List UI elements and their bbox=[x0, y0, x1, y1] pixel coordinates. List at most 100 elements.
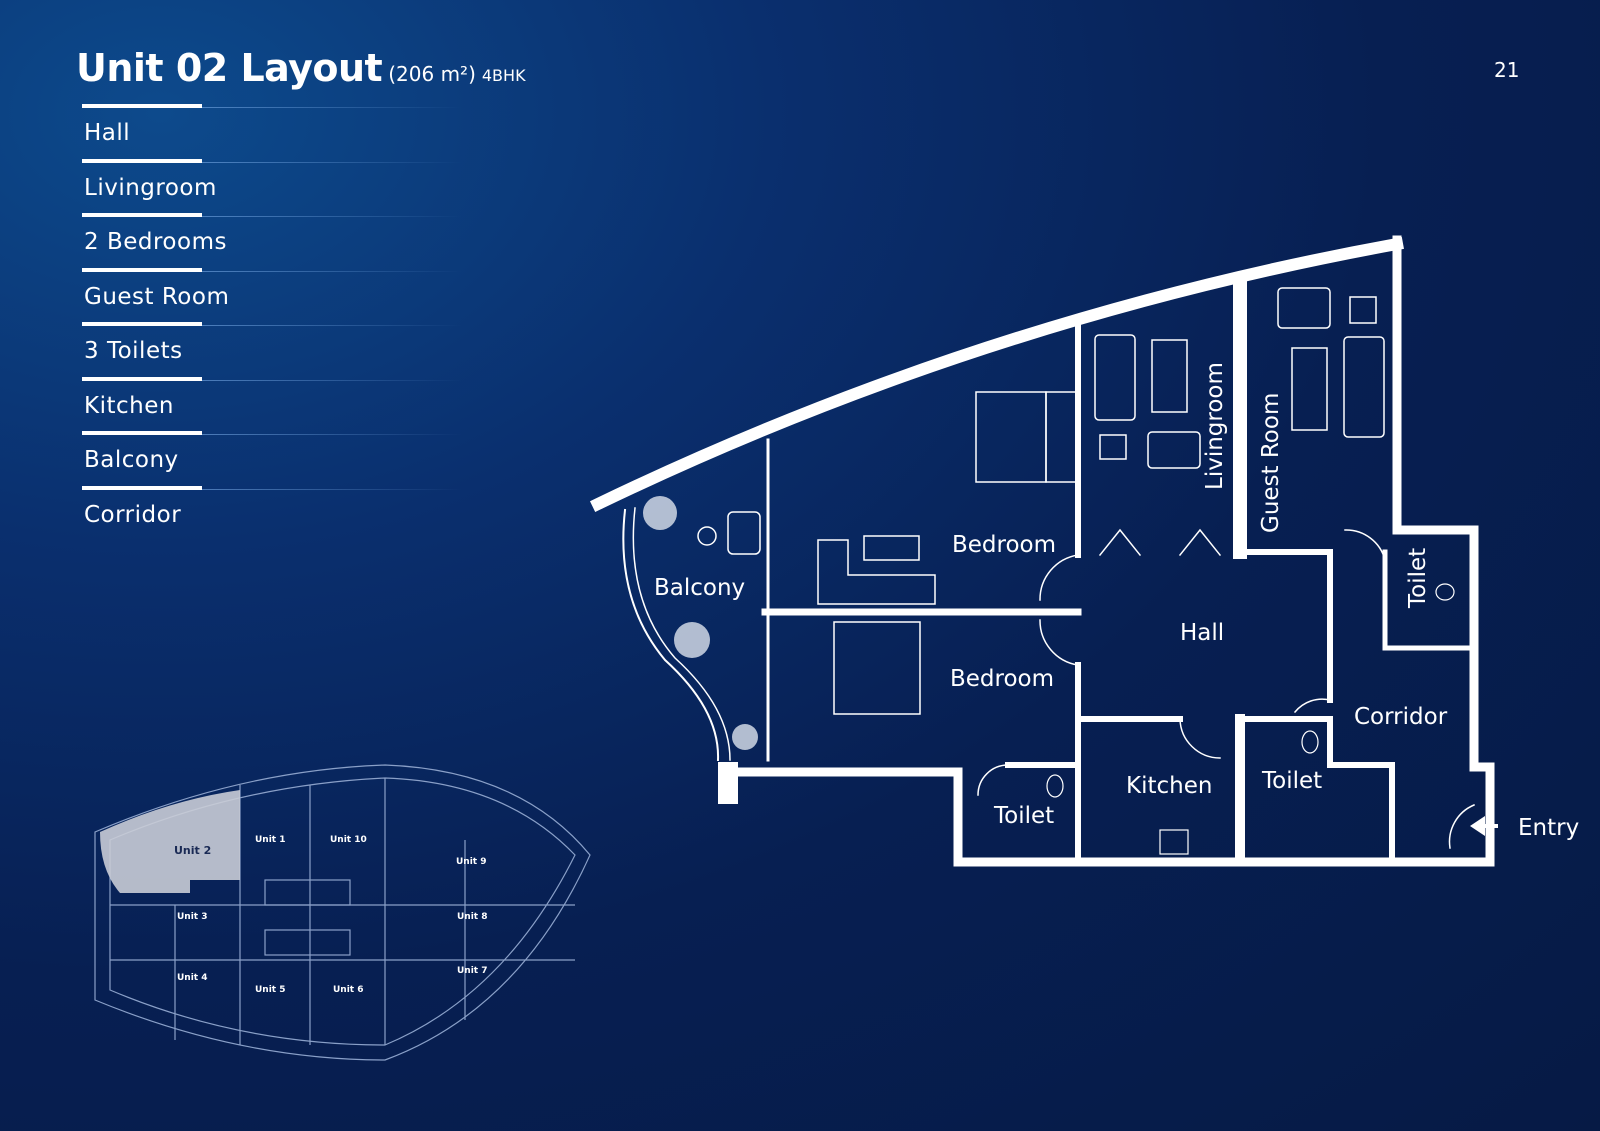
room-label-toilet: Toilet bbox=[993, 803, 1054, 829]
coffee-table bbox=[1151, 339, 1188, 413]
balcony-edge bbox=[622, 508, 720, 762]
exterior-wall bbox=[953, 235, 1495, 867]
door-swing bbox=[1039, 554, 1079, 601]
page-title: Unit 02 Layout bbox=[76, 46, 383, 90]
feature-divider bbox=[82, 213, 202, 217]
feature-label: 2 Bedrooms bbox=[84, 229, 227, 255]
entry-arrow-icon bbox=[1470, 816, 1498, 836]
feature-divider bbox=[82, 485, 202, 490]
feature-label: Corridor bbox=[84, 501, 182, 528]
balcony-edge-inner bbox=[632, 507, 731, 761]
feature-item: Hall bbox=[82, 104, 462, 159]
stove bbox=[1159, 829, 1189, 855]
unit-label: Unit 10 bbox=[330, 835, 367, 845]
room-label-toilet: Toilet bbox=[1405, 548, 1431, 609]
feature-item: Guest Room bbox=[82, 267, 462, 323]
unit-label: Unit 8 bbox=[457, 912, 488, 922]
unit-label-highlighted: Unit 2 bbox=[174, 844, 211, 857]
feature-item: Kitchen bbox=[82, 376, 462, 432]
features-list: Hall Livingroom 2 Bedrooms Guest Room 3 … bbox=[82, 104, 462, 540]
unit-label: Unit 1 bbox=[255, 835, 286, 845]
room-label-balcony: Balcony bbox=[654, 575, 745, 601]
feature-label: Hall bbox=[84, 120, 131, 146]
key-plan-core bbox=[264, 879, 351, 906]
feature-item: 2 Bedrooms bbox=[82, 213, 462, 268]
feature-divider-line bbox=[202, 161, 462, 163]
toilet-fixture bbox=[1435, 583, 1455, 601]
feature-divider bbox=[82, 376, 202, 381]
side-table bbox=[1349, 296, 1377, 324]
facade-wall bbox=[589, 237, 1404, 513]
door-swing bbox=[1039, 619, 1079, 666]
page-number: 21 bbox=[1494, 58, 1520, 82]
unit-label: Unit 6 bbox=[333, 985, 364, 995]
door-swing bbox=[977, 764, 1009, 796]
door-swing bbox=[1344, 529, 1386, 561]
unit-label: Unit 3 bbox=[177, 912, 208, 922]
door-swing bbox=[1448, 804, 1475, 849]
room-label-bedroom: Bedroom bbox=[950, 666, 1054, 692]
door-swing bbox=[1178, 528, 1222, 557]
feature-divider bbox=[82, 322, 202, 326]
sofa bbox=[817, 539, 936, 605]
feature-item: Livingroom bbox=[82, 158, 462, 214]
door-swing bbox=[1179, 718, 1221, 759]
feature-label: Balcony bbox=[84, 447, 179, 473]
balcony-table bbox=[697, 526, 717, 546]
plants bbox=[643, 496, 758, 750]
column bbox=[718, 762, 738, 804]
unit-label: Unit 9 bbox=[456, 857, 487, 867]
key-plan-outline-inner bbox=[109, 777, 576, 1046]
feature-label: Kitchen bbox=[84, 392, 174, 419]
door-swing bbox=[1293, 698, 1331, 714]
plant bbox=[674, 622, 710, 658]
feature-item: Balcony bbox=[82, 431, 462, 486]
highlighted-unit bbox=[100, 790, 240, 893]
feature-divider bbox=[82, 267, 202, 272]
room-label-toilet: Toilet bbox=[1261, 768, 1322, 794]
feature-divider-line bbox=[202, 488, 462, 490]
feature-label: Livingroom bbox=[84, 174, 217, 201]
feature-divider-line bbox=[202, 216, 462, 217]
room-label-corridor: Corridor bbox=[1354, 704, 1448, 730]
toilet-fixture bbox=[1046, 774, 1064, 798]
sofa bbox=[1343, 336, 1385, 438]
feature-divider-line bbox=[202, 270, 462, 272]
unit-label: Unit 7 bbox=[457, 966, 488, 976]
sofa bbox=[1094, 334, 1136, 421]
feature-divider-line bbox=[202, 434, 462, 435]
unit-label: Unit 4 bbox=[177, 973, 208, 983]
plant bbox=[732, 724, 758, 750]
room-label-bedroom: Bedroom bbox=[952, 532, 1056, 558]
desk bbox=[863, 535, 920, 561]
feature-divider-line bbox=[202, 107, 462, 108]
room-label-livingroom: Livingroom bbox=[1202, 362, 1228, 490]
page-title-block: Unit 02 Layout(206 m²) 4BHK bbox=[76, 46, 526, 90]
key-plan-outline bbox=[94, 764, 591, 1061]
side-table bbox=[1099, 434, 1127, 460]
room-label-hall: Hall bbox=[1180, 620, 1224, 646]
unit-type: 4BHK bbox=[481, 66, 526, 85]
armchair bbox=[1277, 287, 1331, 329]
feature-label: 3 Toilets bbox=[84, 338, 183, 364]
room-label-kitchen: Kitchen bbox=[1126, 773, 1212, 799]
feature-divider bbox=[82, 104, 202, 108]
unit-area: (206 m²) bbox=[388, 62, 476, 86]
room-label-entry: Entry bbox=[1518, 815, 1579, 841]
feature-divider-line bbox=[202, 379, 462, 381]
door-swing bbox=[1098, 528, 1142, 557]
unit-label: Unit 5 bbox=[255, 985, 286, 995]
bed bbox=[833, 621, 921, 715]
feature-label: Guest Room bbox=[84, 283, 230, 310]
feature-item: Corridor bbox=[82, 485, 462, 541]
coffee-table bbox=[1291, 347, 1328, 431]
plant bbox=[643, 496, 677, 530]
feature-item: 3 Toilets bbox=[82, 322, 462, 377]
feature-divider bbox=[82, 431, 202, 435]
room-label-guest-room: Guest Room bbox=[1258, 393, 1284, 533]
key-plan-core bbox=[264, 929, 351, 956]
bed-headboard bbox=[1045, 391, 1077, 483]
feature-divider-line bbox=[202, 325, 462, 326]
